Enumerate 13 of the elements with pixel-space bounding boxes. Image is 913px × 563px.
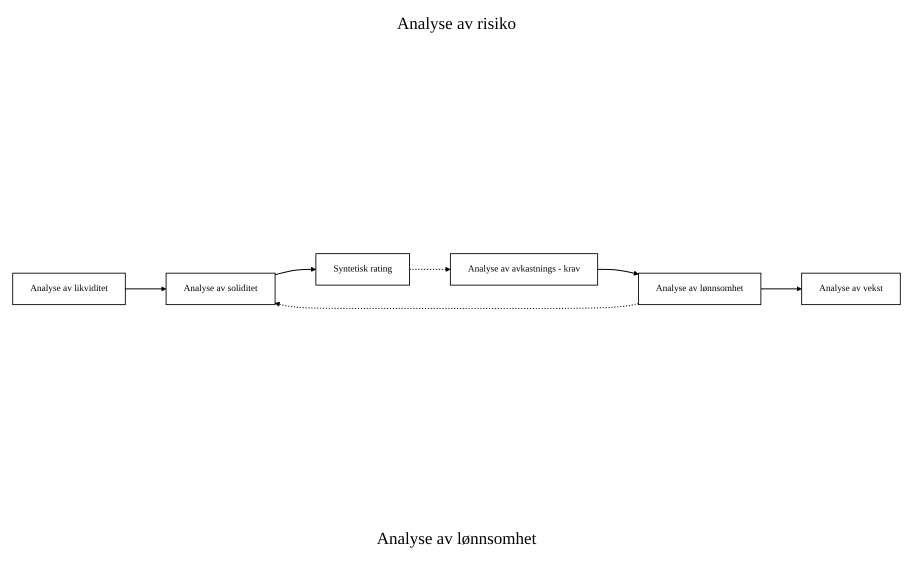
section-heading: Analyse av lønnsomhet — [376, 529, 536, 549]
arrow — [760, 286, 802, 292]
arrow — [274, 302, 639, 310]
arrow — [274, 267, 316, 276]
node-box: Analyse av likviditet — [12, 273, 126, 306]
node-box: Analyse av lønnsomhet — [638, 273, 762, 306]
node-box: Analyse av vekst — [801, 273, 901, 306]
arrow — [597, 269, 639, 276]
node-box: Analyse av avkastnings - krav — [450, 254, 598, 286]
node-box: Syntetisk rating — [315, 254, 410, 286]
arrow — [124, 286, 166, 292]
section-heading: Analyse av risiko — [397, 14, 516, 34]
node-box: Analyse av soliditet — [166, 273, 276, 306]
